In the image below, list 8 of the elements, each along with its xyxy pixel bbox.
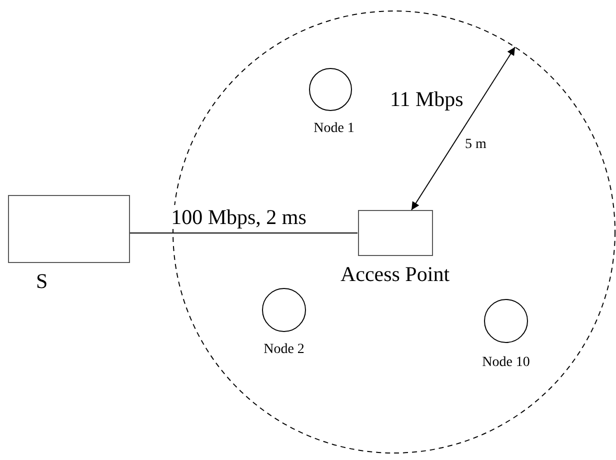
node-label: Node 1 [314,121,354,137]
node-label: Node 10 [482,355,530,371]
node-label: Node 2 [264,342,304,358]
distance-label: 5 m [465,137,486,153]
connector-line [130,232,358,234]
access-point-label: Access Point [340,262,450,286]
connector-line [411,46,516,210]
server-label: S [36,269,48,293]
